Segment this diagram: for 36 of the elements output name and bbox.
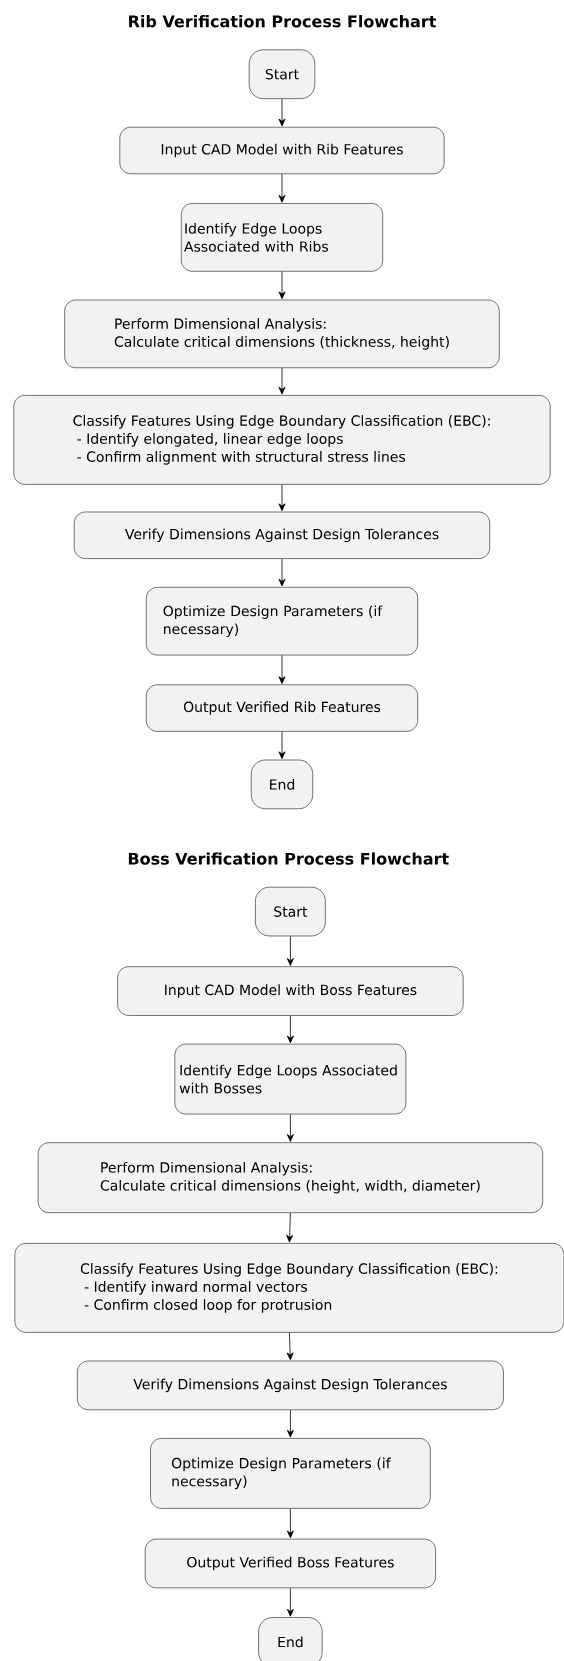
process-box: Identify Edge Loops Associated with Ribs — [181, 203, 383, 272]
arrow — [278, 731, 286, 760]
arrow — [278, 655, 286, 684]
terminal-box: End — [258, 1617, 323, 1661]
arrow — [278, 367, 286, 395]
arrow — [278, 98, 286, 127]
arrow — [286, 1114, 294, 1142]
arrow — [278, 558, 286, 587]
arrow — [278, 271, 286, 300]
terminal-box: End — [250, 759, 314, 810]
arrow — [278, 484, 286, 512]
terminal-box: Start — [255, 886, 326, 937]
chart-title: Rib Verification Process Flowchart — [129, 15, 436, 28]
arrow — [286, 935, 294, 966]
process-box: Input CAD Model with Rib Features — [119, 126, 445, 175]
arrow — [286, 1409, 294, 1438]
chart-title: Boss Verification Process Flowchart — [128, 852, 449, 865]
arrow — [278, 173, 286, 203]
process-box: Output Verified Rib Features — [146, 684, 418, 732]
arrow — [286, 1015, 294, 1044]
arrow — [286, 1508, 294, 1539]
terminal-box: Start — [248, 49, 316, 99]
process-box: Output Verified Boss Features — [144, 1538, 436, 1589]
process-box: Perform Dimensional Analysis: Calculate critical dimensions (height, width, diameter) — [37, 1142, 543, 1213]
process-box: Classify Features Using Edge Boundary Classification (EBC): - Identify elongated, linear edge loops - Confirm alignment with structural stress lines — [13, 395, 551, 485]
arrow — [286, 1332, 294, 1361]
process-box: Optimize Design Parameters (if necessary) — [146, 587, 418, 656]
process-box: Classify Features Using Edge Boundary Classification (EBC): - Identify inward normal vectors - Confirm closed loop for protrusion — [14, 1243, 564, 1333]
arrow — [286, 1587, 294, 1617]
process-box: Optimize Design Parameters (if necessary) — [150, 1438, 431, 1509]
process-box: Identify Edge Loops Associated with Bosses — [174, 1043, 407, 1115]
arrow — [286, 1212, 294, 1243]
process-box: Perform Dimensional Analysis: Calculate critical dimensions (thickness, height) — [64, 299, 500, 369]
process-box: Input CAD Model with Boss Features — [117, 966, 464, 1016]
process-box: Verify Dimensions Against Design Tolerances — [73, 511, 491, 559]
process-box: Verify Dimensions Against Design Tolerances — [77, 1360, 504, 1411]
